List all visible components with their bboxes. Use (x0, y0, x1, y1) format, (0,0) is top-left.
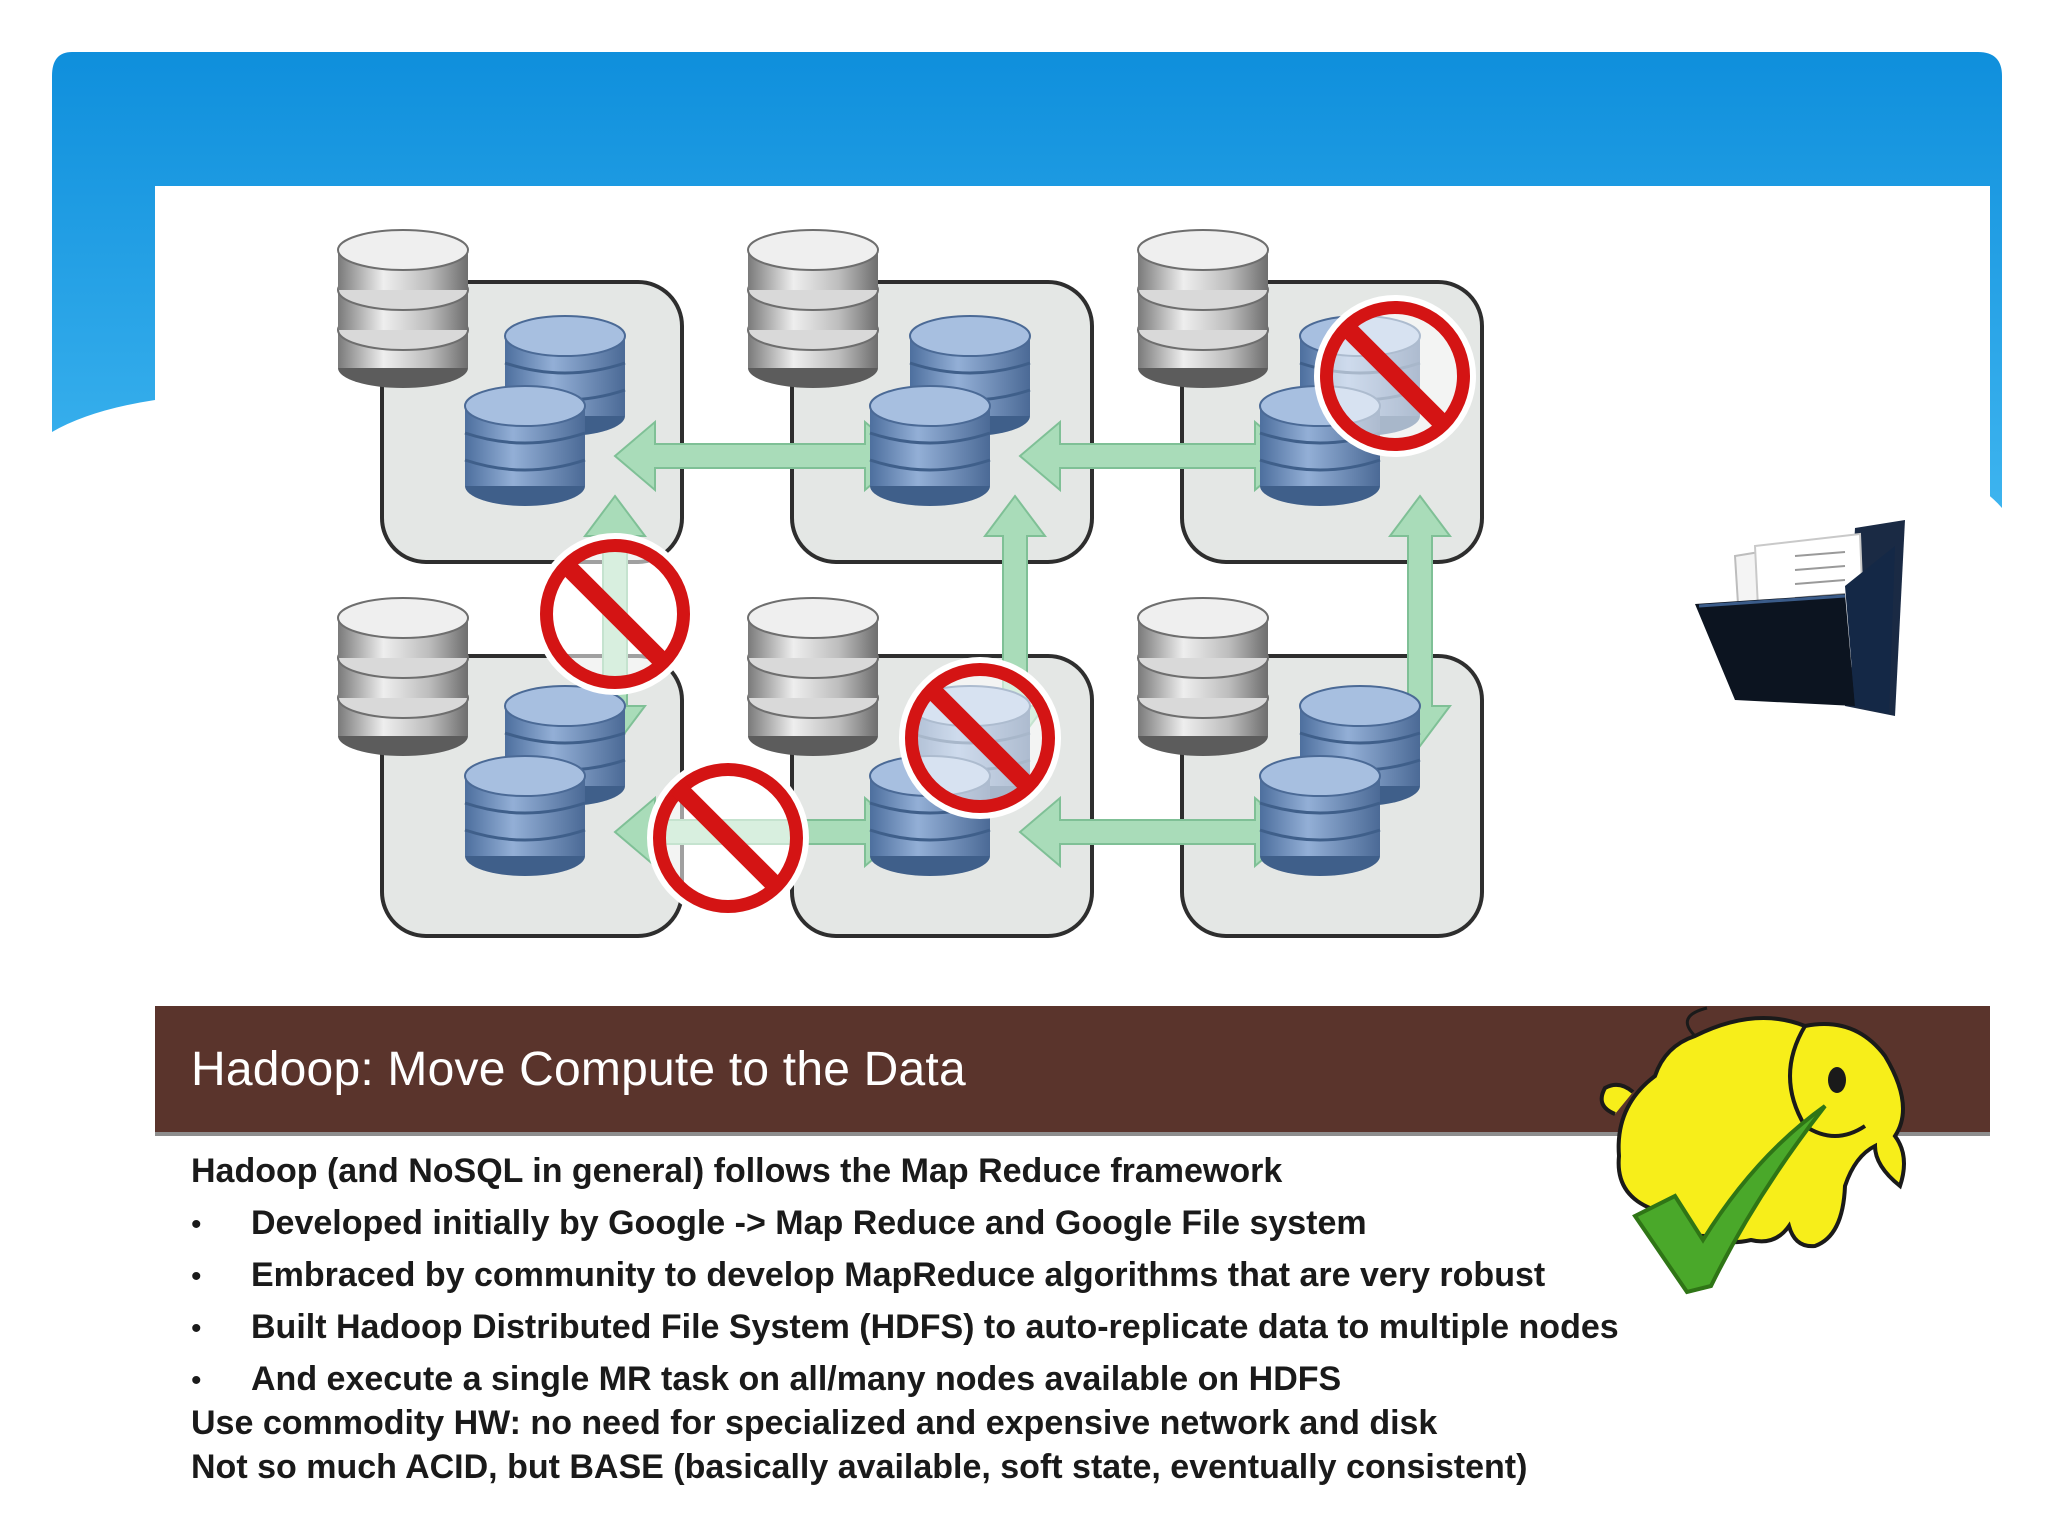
server-stack-icon (747, 597, 879, 757)
bullet-marker: • (191, 1364, 202, 1397)
prohibited-icon (537, 536, 693, 692)
slide-title: Hadoop: Move Compute to the Data (191, 1043, 966, 1096)
server-stack-icon (1137, 229, 1269, 389)
slide-content: Hadoop: Move Compute to the Data Hadoop … (155, 186, 1990, 1516)
intro-text: Hadoop (and NoSQL in general) follows th… (191, 1152, 1283, 1190)
checkmark-icon (1632, 1104, 1827, 1295)
closing-text: Not so much ACID, but BASE (basically av… (191, 1448, 1528, 1486)
prohibited-icon (902, 660, 1058, 816)
header-banner (52, 52, 2002, 508)
server-stack-icon (747, 229, 879, 389)
closing-text: Use commodity HW: no need for specialize… (191, 1404, 1438, 1442)
bullet-marker: • (191, 1208, 202, 1241)
bullet-marker: • (191, 1260, 202, 1293)
bullet-item: Developed initially by Google -> Map Red… (251, 1204, 1367, 1242)
folder-icon (1695, 520, 1905, 716)
bullet-item: Embraced by community to develop MapRedu… (251, 1256, 1546, 1294)
bullet-item: And execute a single MR task on all/many… (251, 1360, 1342, 1398)
prohibited-icon (1317, 298, 1473, 454)
bullet-item: Built Hadoop Distributed File System (HD… (251, 1308, 1619, 1346)
server-stack-icon (337, 597, 469, 757)
cluster-diagram (337, 229, 1484, 938)
server-stack-icon (1137, 597, 1269, 757)
bullet-marker: • (191, 1312, 202, 1345)
hadoop-elephant-logo (1599, 1006, 1906, 1295)
server-stack-icon (337, 229, 469, 389)
prohibited-icon (650, 760, 806, 916)
